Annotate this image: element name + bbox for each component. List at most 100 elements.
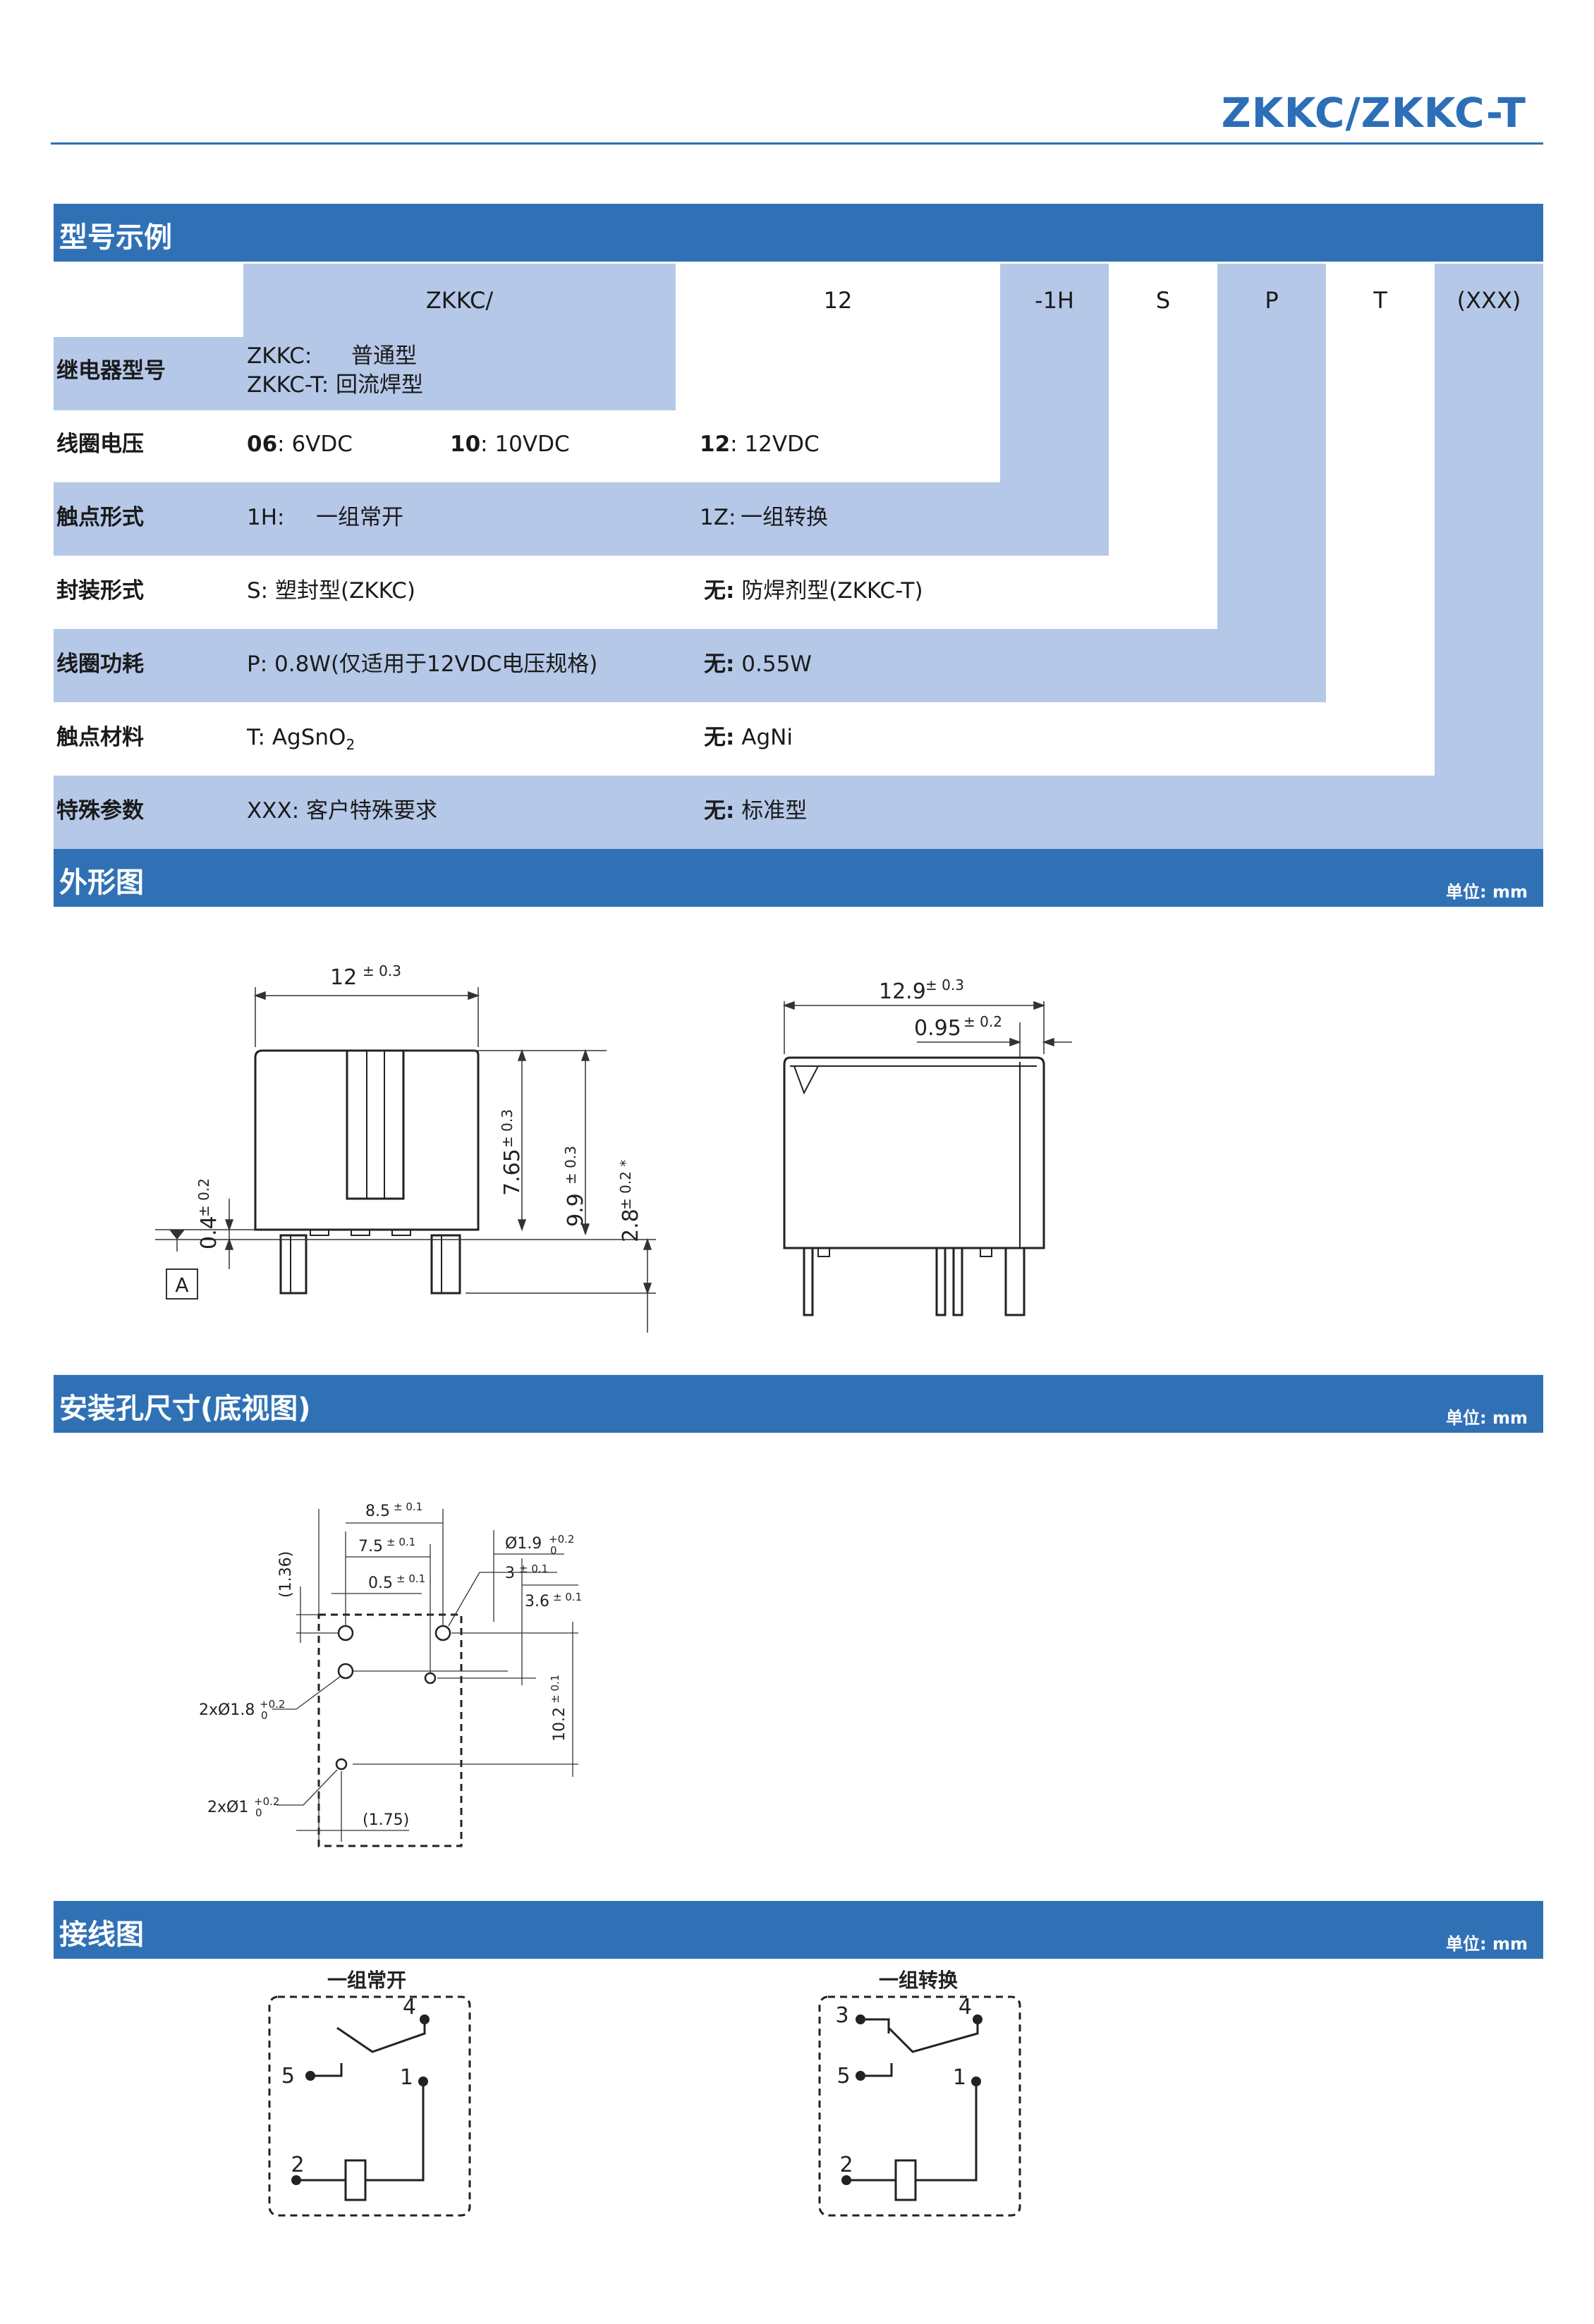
dim-mount-d3: 0.5 (368, 1574, 393, 1592)
dim-total-height: 9.9 (564, 1193, 588, 1227)
hole (337, 1625, 354, 1641)
footprint-outline (317, 1613, 463, 1847)
dim-mount-hole-two-tol-up: +0.2 (260, 1698, 285, 1711)
option-key: ZKKC: (247, 343, 312, 369)
cell-1h (1000, 264, 1109, 482)
pin (279, 1234, 308, 1295)
unit-label: 单位: mm (1446, 1934, 1528, 1954)
option-key: XXX: (247, 798, 300, 824)
option-value: 塑封型(ZKKC) (274, 578, 416, 604)
option-value: 0.8W(仅适用于12VDC电压规格) (274, 652, 598, 677)
pin-label: 2 (839, 2153, 853, 2177)
dim-mount-d3-tol: ± 0.1 (396, 1572, 425, 1585)
dim-mount-d1: 8.5 (365, 1503, 390, 1520)
dim-body-height: 7.65 (500, 1149, 525, 1196)
dim-mount-hole-small-tol-up: +0.2 (254, 1795, 279, 1808)
pin-label: 4 (959, 1995, 972, 2019)
hole (337, 1663, 354, 1680)
option-key: 无: (704, 578, 735, 604)
row-relay-type-label (54, 337, 243, 410)
option-value: 0.55W (741, 652, 812, 677)
datum-label: A (175, 1273, 188, 1297)
pin (430, 1234, 461, 1295)
option-value: 普通型 (351, 343, 417, 369)
dim-mount-hole-big: Ø1.9 (505, 1535, 542, 1553)
row-label: 线圈电压 (56, 432, 144, 457)
dim-mount-d6-tol: ± 0.1 (553, 1591, 582, 1603)
pin-label: 1 (400, 2065, 413, 2090)
option-key: 12 (700, 432, 731, 457)
section-bar-model: 型号示例 (54, 204, 1543, 262)
row-label: 特殊参数 (56, 798, 144, 824)
dim-mount-hole-small-tol-lo: 0 (255, 1806, 262, 1819)
code-part-material: T (1373, 287, 1387, 314)
dim-mount-d7-tol: ± 0.1 (549, 1675, 561, 1704)
subscript: 2 (346, 736, 355, 754)
code-part-package: S (1155, 287, 1171, 314)
code-part-contact: -1H (1035, 287, 1074, 314)
outline-drawing: A 12 ± 0.3 7.65 ± 0.3 9.9 ± 0.3 2.8 ± 0.… (155, 962, 1072, 1333)
option-key: 1H: (247, 505, 285, 530)
option-value: 一组常开 (316, 505, 403, 530)
pin-label: 5 (836, 2064, 850, 2088)
code-part-series: ZKKC/ (425, 287, 494, 314)
dim-mount-hole-big-tol-lo: 0 (550, 1544, 557, 1557)
title-rule (51, 142, 1543, 145)
row-label: 封装形式 (56, 578, 144, 604)
dim-standoff: 0.4 (197, 1216, 221, 1249)
dim-mount-d2: 7.5 (358, 1538, 383, 1555)
dim-depth-tol: ± 0.3 (925, 977, 964, 993)
dim-pin-length: 2.8 (619, 1209, 643, 1242)
pin-label: 4 (403, 1995, 416, 2019)
option-value: 一组转换 (741, 505, 828, 530)
document-title: ZKKC/ZKKC-T (1221, 89, 1526, 137)
option-line: ZKKC-T: 回流焊型 (247, 372, 424, 398)
cell-zkkc (243, 264, 676, 410)
dim-mount-d6: 3.6 (525, 1593, 549, 1610)
row-label: 继电器型号 (56, 358, 166, 384)
wiring-diagrams: 一组常开 4 5 1 2 一组转换 (268, 1969, 1021, 2217)
dim-standoff-tol: ± 0.2 (195, 1178, 212, 1217)
wiring-title: 一组转换 (879, 1969, 959, 1992)
row-label: 触点材料 (56, 725, 144, 750)
option-value: : 12VDC (730, 432, 820, 457)
dim-mount-d5-tol: ± 0.1 (519, 1562, 548, 1575)
option-value: 标准型 (741, 798, 808, 824)
wiring-diagram-co: 一组转换 3 4 5 1 2 (818, 1969, 1021, 2217)
mounting-hole-drawing: 8.5 ± 0.1 7.5 ± 0.1 0.5 ± 0.1 (1.36) Ø1.… (199, 1500, 582, 1847)
dim-mount-hole-two: 2xØ1.8 (199, 1701, 255, 1719)
section-bar-outline: 外形图 单位: mm (54, 849, 1543, 907)
dim-mount-hole-small: 2xØ1 (207, 1799, 248, 1816)
dim-mount-d2-tol: ± 0.1 (387, 1536, 415, 1548)
row-coil-power (54, 629, 1326, 702)
wiring-diagram-no: 一组常开 4 5 1 2 (268, 1969, 471, 2217)
code-part-special: (XXX) (1456, 287, 1521, 314)
dim-mount-d5: 3 (505, 1565, 515, 1582)
option-key: 1Z: (700, 505, 736, 530)
relay-body-side (783, 1056, 1045, 1249)
option-key: P: (247, 652, 268, 677)
row-label: 触点形式 (56, 505, 144, 530)
dim-mount-hole-two-tol-lo: 0 (261, 1709, 268, 1722)
pin-label: 1 (953, 2065, 966, 2090)
dim-lip-tol: ± 0.2 (963, 1013, 1002, 1030)
section-bar-wiring: 接线图 单位: mm (54, 1901, 1543, 1959)
dim-total-height-tol: ± 0.3 (562, 1146, 579, 1185)
section-bar-mounting: 安装孔尺寸(底视图) 单位: mm (54, 1375, 1543, 1433)
option-key: 10 (450, 432, 481, 457)
dim-mount-d4: (1.36) (277, 1551, 295, 1598)
code-part-voltage: 12 (823, 287, 853, 314)
unit-label: 单位: mm (1446, 1408, 1528, 1428)
wiring-title: 一组常开 (327, 1969, 406, 1992)
option-value: 防焊剂型(ZKKC-T) (741, 578, 923, 604)
relay-slot (346, 1051, 405, 1200)
option-value: : 6VDC (277, 432, 353, 457)
dim-mount-d8: (1.75) (363, 1811, 409, 1829)
dim-lip: 0.95 (914, 1016, 961, 1041)
hole (335, 1758, 348, 1770)
dim-depth: 12.9 (879, 979, 926, 1004)
datum-box (166, 1268, 198, 1299)
dim-body-height-tol: ± 0.3 (499, 1109, 516, 1148)
cell-xxx (1435, 264, 1543, 849)
option-value: 客户特殊要求 (306, 798, 438, 824)
